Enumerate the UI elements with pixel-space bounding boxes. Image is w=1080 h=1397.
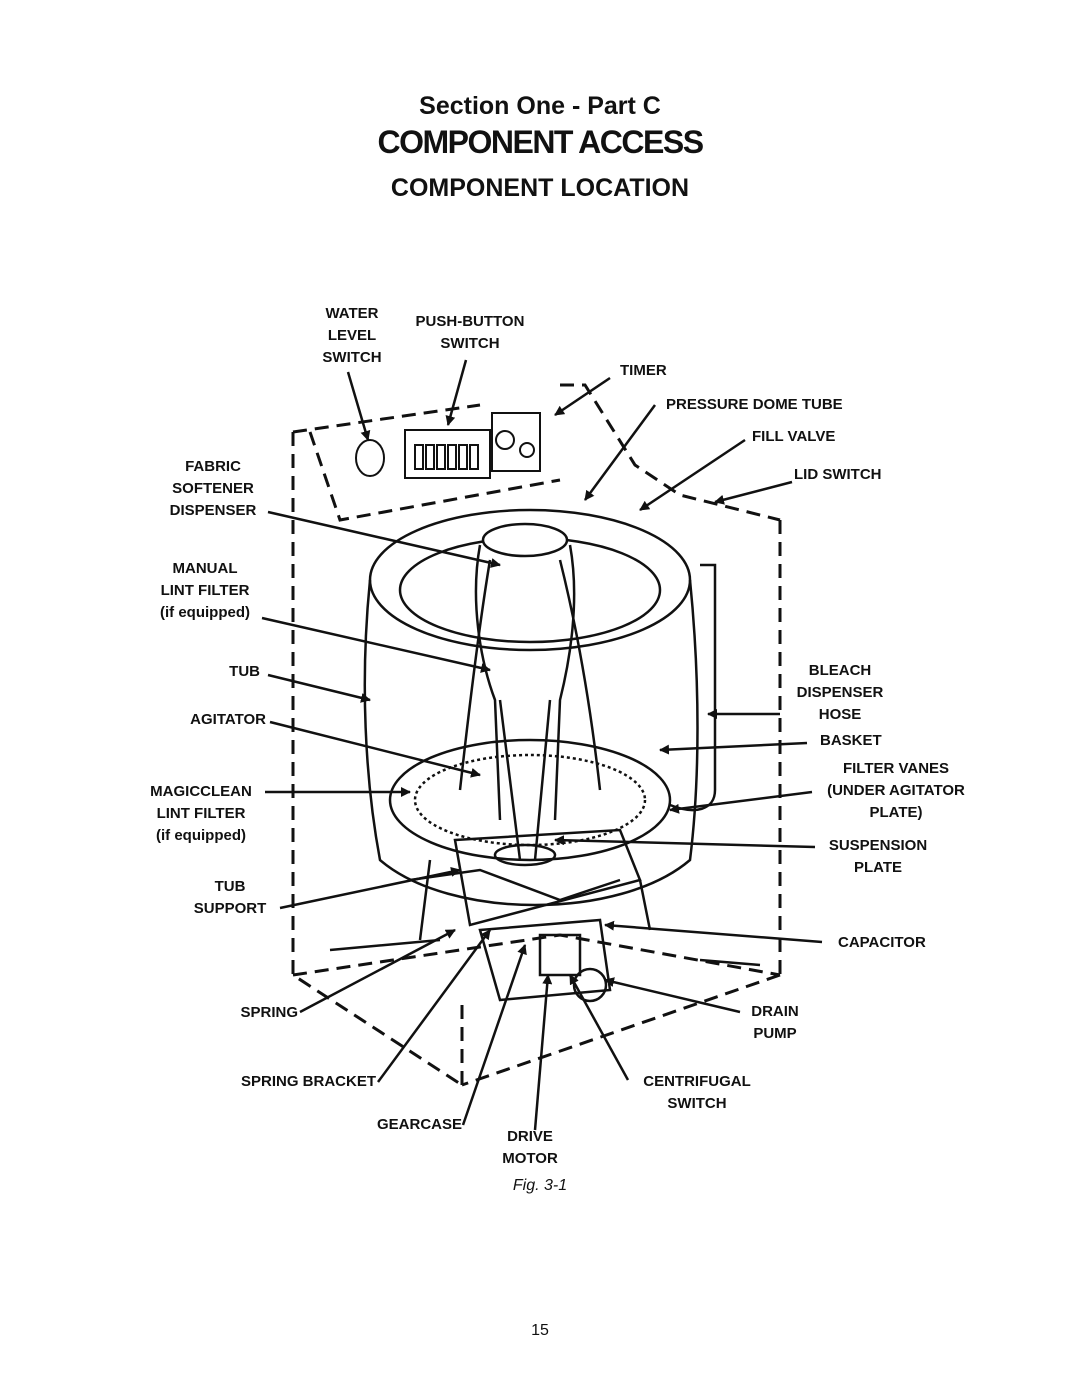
label-fabric-softener-dispenser: FABRIC SOFTENER DISPENSER	[169, 458, 257, 519]
drive-motor-part	[538, 933, 582, 977]
section-title: Section One - Part C	[419, 92, 661, 120]
page-title: COMPONENT ACCESS	[377, 124, 704, 160]
tub-assembly	[363, 508, 717, 907]
suspension-frame	[329, 828, 761, 1003]
label-capacitor: CAPACITOR	[838, 934, 926, 951]
label-magicclean-lint-filter: MAGICCLEAN LINT FILTER (if equipped)	[150, 783, 252, 844]
label-water-level-switch: WATER LEVEL SWITCH	[322, 305, 382, 366]
tub-body	[363, 579, 699, 907]
label-agitator: AGITATOR	[190, 711, 266, 728]
label-gearcase: GEARCASE	[376, 1116, 462, 1133]
label-push-button-switch: PUSH-BUTTON SWITCH	[415, 313, 525, 352]
basket-bottom	[388, 738, 672, 862]
label-tub-support: TUB SUPPORT	[193, 878, 267, 917]
figure-caption: Fig. 3-1	[512, 1177, 568, 1194]
label-lid-switch: LID SWITCH	[794, 466, 882, 483]
label-tub: TUB	[229, 663, 260, 680]
label-filter-vanes: FILTER VANES (UNDER AGITATOR PLATE)	[827, 760, 965, 821]
control-panel	[355, 412, 541, 479]
label-pressure-dome-tube: PRESSURE DOME TUBE	[666, 396, 843, 413]
label-centrifugal-switch: CENTRIFUGAL SWITCH	[643, 1073, 751, 1112]
page-number: 15	[531, 1322, 549, 1339]
leader-arrows	[261, 359, 823, 1131]
label-basket: BASKET	[820, 732, 882, 749]
label-suspension-plate: SUSPENSION PLATE	[828, 837, 928, 876]
label-drive-motor: DRIVE MOTOR	[502, 1128, 558, 1167]
page-subtitle: COMPONENT LOCATION	[390, 174, 690, 202]
label-drain-pump: DRAIN PUMP	[751, 1003, 799, 1042]
water-level-switch-part	[355, 439, 385, 477]
tub-rim	[368, 508, 692, 652]
agitator-body	[474, 544, 576, 821]
label-bleach-dispenser-hose: BLEACH DISPENSER HOSE	[796, 662, 884, 723]
label-fill-valve: FILL VALVE	[752, 428, 836, 445]
label-spring: SPRING	[240, 1004, 298, 1021]
label-timer: TIMER	[620, 362, 667, 379]
label-manual-lint-filter: MANUAL LINT FILTER (if equipped)	[160, 560, 250, 621]
agitator-top	[481, 522, 569, 558]
label-spring-bracket: SPRING BRACKET	[240, 1073, 376, 1090]
